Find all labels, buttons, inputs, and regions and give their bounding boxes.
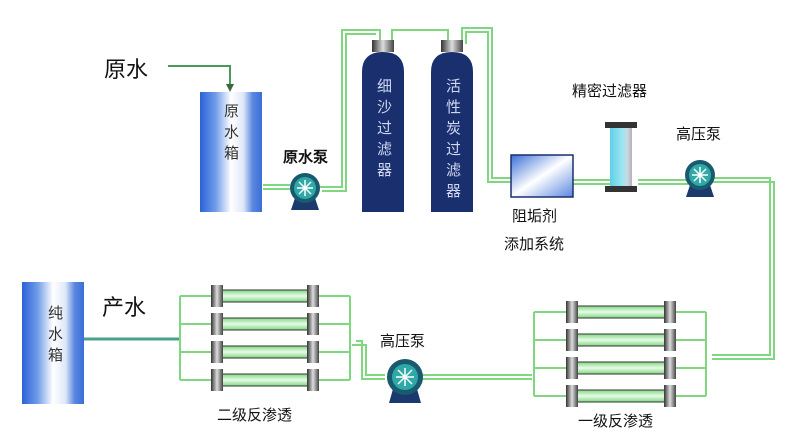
hp-pump-1-icon [685, 160, 715, 197]
membrane-end-cap [566, 301, 578, 323]
hp-pump-2-label: 高压泵 [380, 332, 426, 350]
membrane-end-cap [664, 301, 676, 323]
membrane-end-cap [307, 313, 319, 335]
raw-water-label: 原水 [104, 58, 149, 83]
ro-stage-1-membranes [533, 301, 707, 407]
membrane-end-cap [307, 285, 319, 307]
pure-water-tank [22, 282, 84, 404]
raw-water-tank [200, 92, 262, 212]
membrane-end-cap [211, 313, 223, 335]
sand-filter-label: 细沙过滤器 [375, 78, 393, 183]
ro-stage-2-label: 二级反渗透 [217, 406, 293, 424]
hp-pump-1-label: 高压泵 [676, 125, 722, 143]
membrane-end-cap [566, 329, 578, 351]
hp-pump-2-icon [387, 359, 423, 403]
carbon-filter-vessel [431, 40, 473, 212]
membrane-end-cap [566, 385, 578, 407]
membrane-end-cap [211, 285, 223, 307]
membrane-end-cap [664, 357, 676, 379]
ro-membrane [220, 317, 310, 331]
ro-membrane [220, 373, 310, 387]
antiscalant-label-2: 添加系统 [504, 235, 565, 253]
product-water-label: 产水 [102, 296, 147, 321]
ro-stage-2-membranes [179, 285, 351, 391]
carbon-filter-label: 活性炭过滤器 [444, 78, 462, 204]
precision-filter-vessel [605, 122, 637, 192]
raw-tank-label: 原水箱 [222, 103, 240, 166]
ro-stage-1-label: 一级反渗透 [578, 412, 654, 430]
raw-pump-icon [290, 173, 320, 210]
pipes [82, 27, 775, 380]
ro-membrane [575, 389, 667, 403]
precision-filter-label: 精密过滤器 [572, 82, 648, 100]
pure-tank-label: 纯水箱 [46, 305, 64, 368]
antiscalant-dosing-box [510, 154, 574, 198]
inflow-arrow-icon [226, 84, 234, 92]
raw-pump-label: 原水泵 [283, 148, 329, 166]
ro-membrane [575, 305, 667, 319]
sand-filter-vessel [362, 40, 404, 212]
ro-membrane [220, 345, 310, 359]
ro-membrane [220, 289, 310, 303]
membrane-end-cap [211, 341, 223, 363]
membrane-end-cap [307, 369, 319, 391]
membrane-end-cap [211, 369, 223, 391]
antiscalant-label-1: 阻垢剂 [512, 207, 558, 225]
membrane-end-cap [307, 341, 319, 363]
membrane-end-cap [664, 329, 676, 351]
membrane-end-cap [664, 385, 676, 407]
ro-membrane [575, 361, 667, 375]
ro-membrane [575, 333, 667, 347]
membrane-end-cap [566, 357, 578, 379]
